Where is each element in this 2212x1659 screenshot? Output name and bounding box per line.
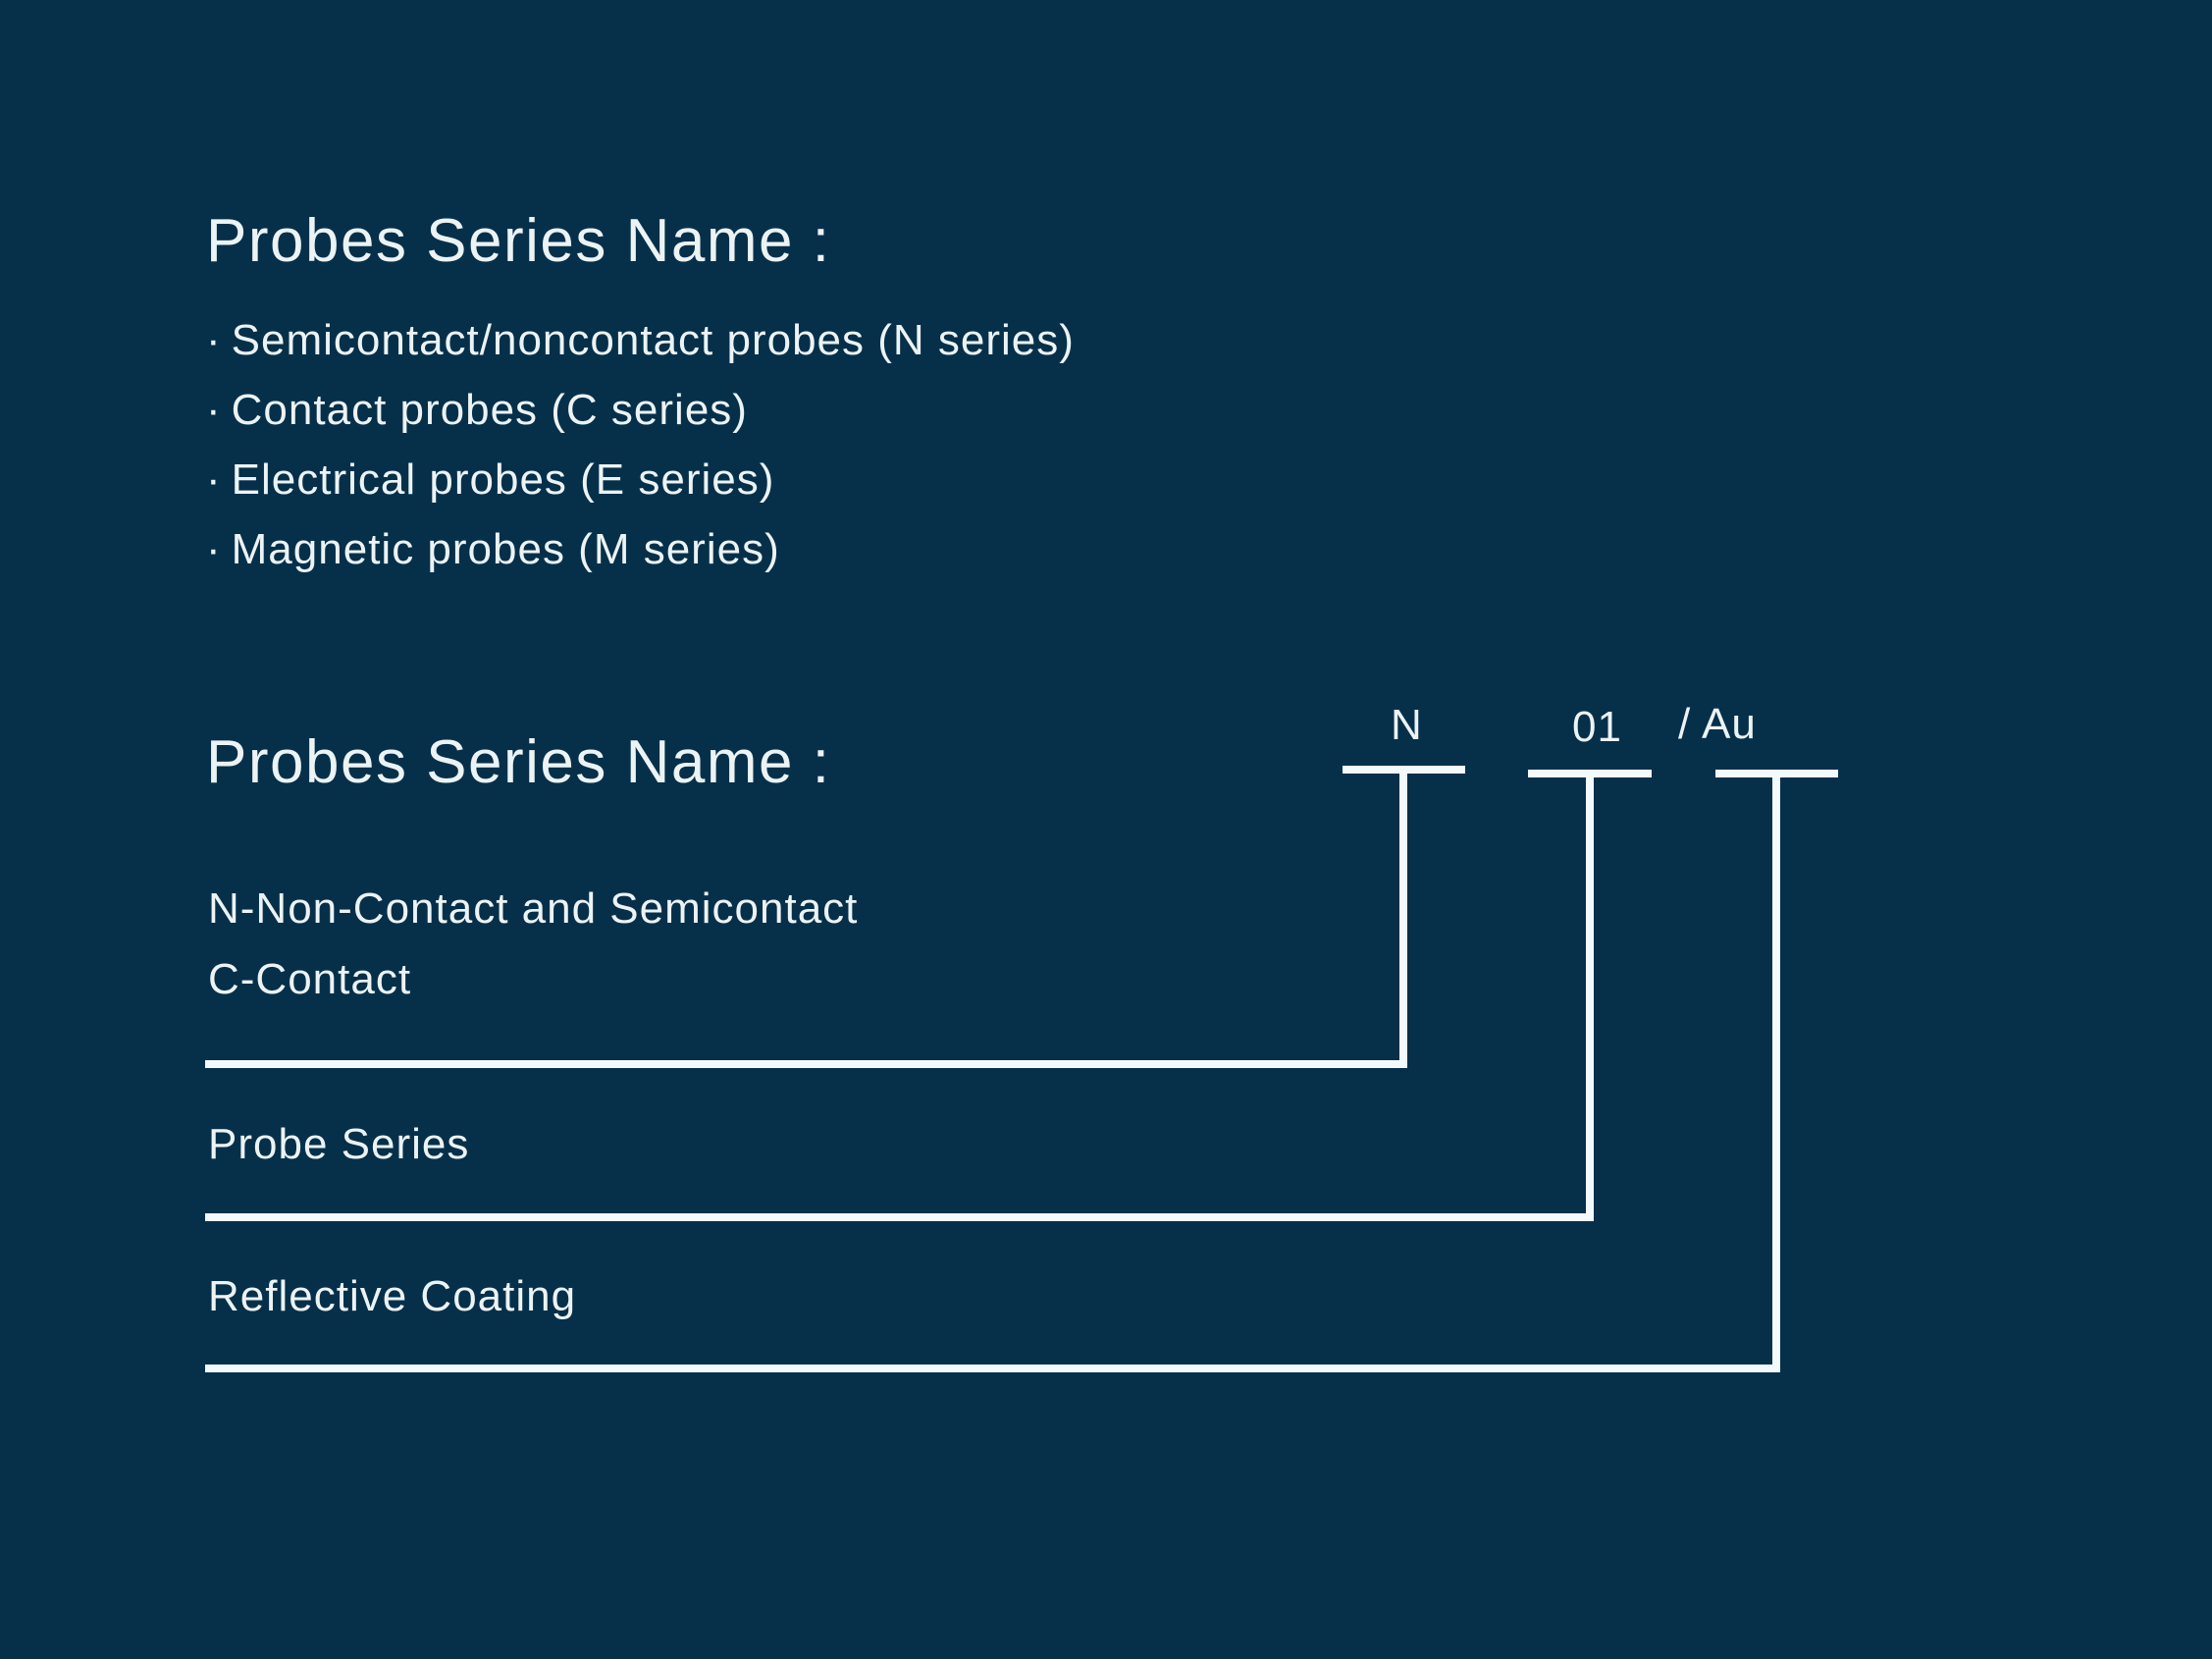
list-item-text: Electrical probes (E series) xyxy=(231,455,775,504)
list-item: · Semicontact/noncontact probes (N serie… xyxy=(206,319,1075,362)
page-title: Probes Series Name : xyxy=(206,207,831,275)
probe-series-list: · Semicontact/noncontact probes (N serie… xyxy=(206,319,1075,571)
callout-text-reflective-coating: Reflective Coating xyxy=(208,1272,577,1320)
code-segment-n-label: N xyxy=(1391,701,1423,749)
list-item: · Magnetic probes (M series) xyxy=(206,528,1075,571)
code-segment-au-label: / Au xyxy=(1678,700,1757,748)
list-item: · Electrical probes (E series) xyxy=(206,458,1075,502)
bullet-dot: · xyxy=(206,316,222,364)
bullet-dot: · xyxy=(206,386,222,434)
connector-vertical-au xyxy=(1772,770,1780,1372)
list-item-text: Semicontact/noncontact probes (N series) xyxy=(231,316,1075,364)
callout-horizontal-line-3 xyxy=(205,1365,1780,1372)
section-title: Probes Series Name : xyxy=(206,728,831,796)
callout-horizontal-line-1 xyxy=(205,1060,1407,1068)
callout-text-probe-series: Probe Series xyxy=(208,1120,470,1168)
connector-vertical-01 xyxy=(1586,770,1594,1221)
callout-text-n-noncontact: N-Non-Contact and Semicontact xyxy=(208,884,859,933)
code-segment-01-label: 01 xyxy=(1572,703,1622,751)
callout-horizontal-line-2 xyxy=(205,1213,1594,1221)
bullet-dot: · xyxy=(206,455,222,504)
list-item-text: Contact probes (C series) xyxy=(231,386,748,434)
list-item-text: Magnetic probes (M series) xyxy=(231,525,780,573)
callout-text-c-contact: C-Contact xyxy=(208,955,412,1003)
list-item: · Contact probes (C series) xyxy=(206,389,1075,432)
connector-vertical-n xyxy=(1399,766,1407,1068)
bullet-dot: · xyxy=(206,525,222,573)
